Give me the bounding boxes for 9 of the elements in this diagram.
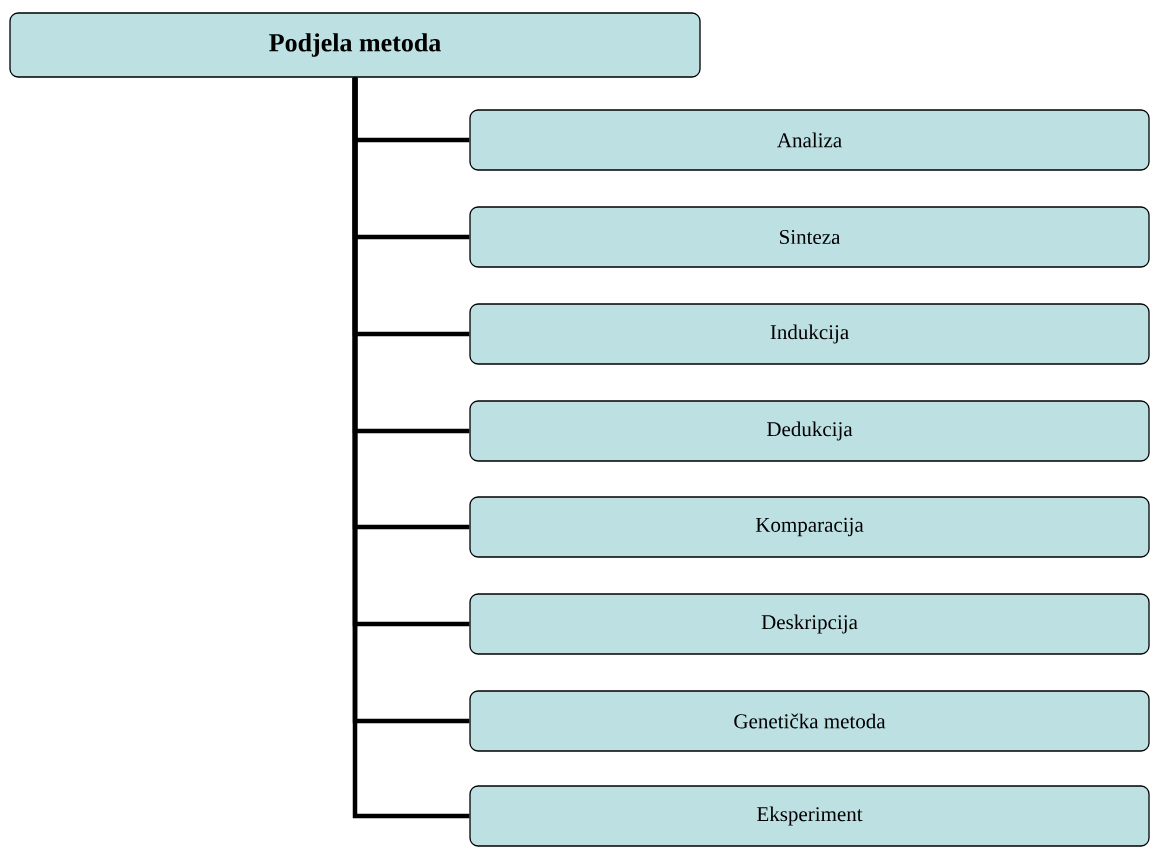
method-box: Deskripcija: [469, 593, 1150, 655]
method-box: Dedukcija: [469, 400, 1150, 462]
method-box: Genetička metoda: [469, 690, 1150, 752]
method-box: Sinteza: [469, 206, 1150, 268]
method-box: Eksperiment: [469, 785, 1150, 847]
method-box: Indukcija: [469, 303, 1150, 365]
method-box: Komparacija: [469, 496, 1150, 558]
title-box: Podjela metoda: [9, 12, 701, 78]
method-box: Analiza: [469, 109, 1150, 171]
